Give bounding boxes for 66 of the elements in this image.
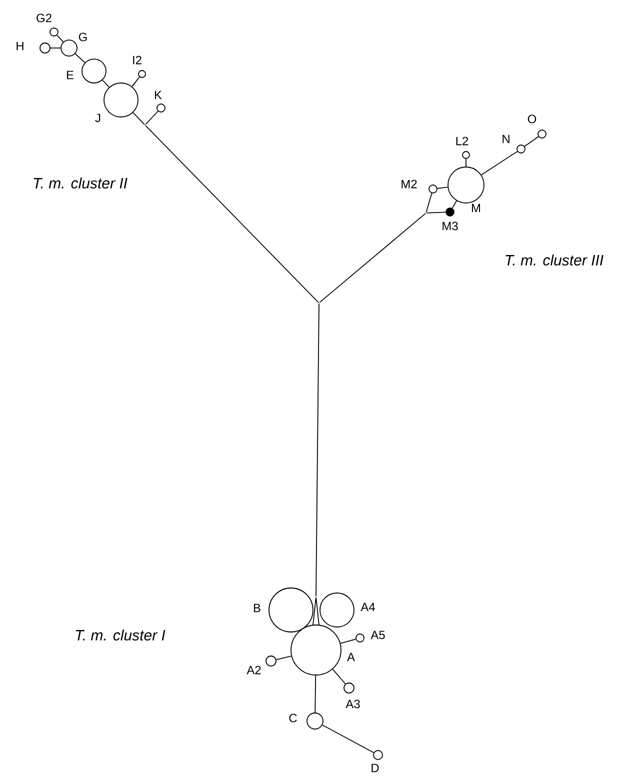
haplotype-circle <box>266 656 276 666</box>
network-line <box>319 213 426 303</box>
haplotype-circle <box>462 151 470 159</box>
network-line <box>56 34 64 42</box>
haplotype-label: E <box>66 70 74 80</box>
haplotype-circle <box>446 208 454 216</box>
haplotype-circle <box>138 70 146 78</box>
haplotype-circle <box>156 104 166 112</box>
network-line <box>145 110 158 125</box>
haplotype-circle <box>448 166 484 204</box>
network-line <box>132 112 145 125</box>
haplotype-label: D <box>372 764 379 772</box>
haplotype-label: B <box>254 604 260 612</box>
network-line <box>276 656 292 660</box>
haplotype-label: O <box>528 114 536 124</box>
network-line <box>426 192 432 213</box>
network-line <box>452 200 458 209</box>
haplotype-circle <box>428 184 438 194</box>
network-line <box>145 125 319 303</box>
network-line <box>436 186 448 189</box>
haplotype-label: K <box>154 90 162 100</box>
haplotype-label: G2 <box>36 14 52 22</box>
haplotype-circle <box>320 592 354 628</box>
haplotype-label: A2 <box>246 666 261 674</box>
cluster-label: T. m. cluster II <box>34 178 128 188</box>
haplotype-label: A4 <box>360 602 375 612</box>
haplotype-label: A <box>347 652 355 662</box>
haplotype-label: N <box>502 134 510 144</box>
haplotype-circle <box>104 82 138 118</box>
network-line <box>322 724 374 754</box>
network-line <box>316 303 320 597</box>
haplotype-circle <box>60 40 78 56</box>
network-line <box>74 53 86 64</box>
haplotype-label: I2 <box>133 56 142 64</box>
network-line <box>524 136 539 147</box>
network-line <box>426 212 446 214</box>
haplotype-circle <box>290 624 342 676</box>
network-line <box>480 151 518 176</box>
haplotype-label: M3 <box>442 222 458 230</box>
haplotype-circle <box>82 58 106 84</box>
haplotype-label: A5 <box>370 630 385 640</box>
haplotype-label: L2 <box>456 136 468 146</box>
haplotype-circle <box>268 588 314 632</box>
haplotype-label: M <box>472 204 480 212</box>
network-line <box>102 80 110 88</box>
haplotype-circle <box>344 682 354 694</box>
haplotype-label: M2 <box>402 180 417 188</box>
cluster-label: T. m. cluster I <box>76 630 166 640</box>
network-line <box>314 675 316 713</box>
haplotype-circle <box>40 42 50 54</box>
haplotype-label: A3 <box>346 700 360 708</box>
haplotype-circle <box>373 750 383 760</box>
haplotype-label: G <box>78 32 87 42</box>
network-line <box>332 668 346 684</box>
network-line <box>340 638 356 644</box>
network-line <box>312 597 320 626</box>
haplotype-label: J <box>95 114 100 122</box>
haplotype-circle <box>538 130 546 138</box>
haplotype-circle <box>516 144 526 154</box>
haplotype-circle <box>306 712 324 730</box>
network-line <box>132 76 140 87</box>
cluster-label: T. m. cluster III <box>506 254 604 266</box>
haplotype-label: C <box>289 714 297 722</box>
haplotype-label: H <box>16 42 24 50</box>
haplotype-circle <box>50 28 58 36</box>
haplotype-circle <box>356 634 364 642</box>
